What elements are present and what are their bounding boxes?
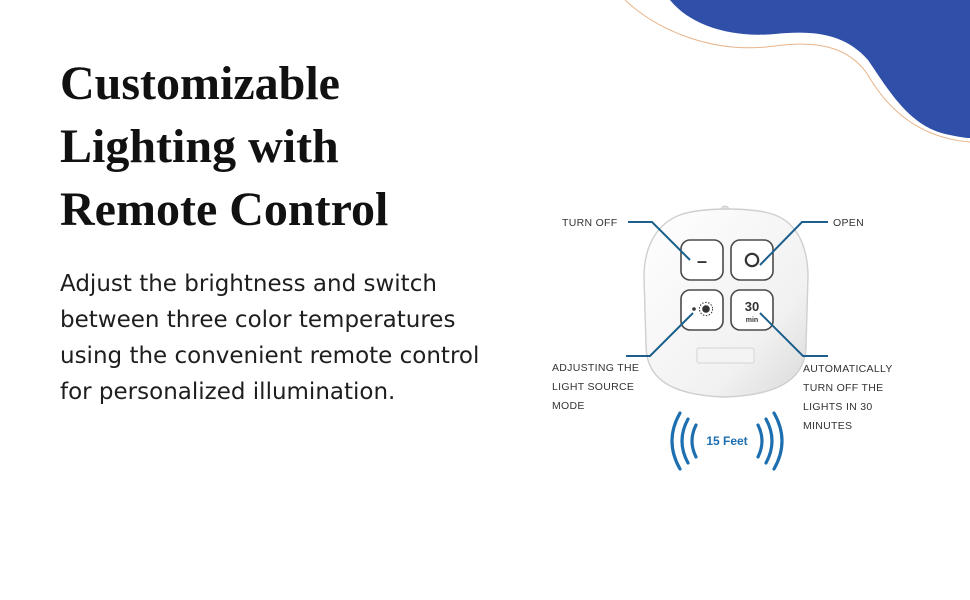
remote-status-window xyxy=(696,347,755,364)
description: Adjust the brightness and switch between… xyxy=(60,266,530,410)
title-line: Customizable xyxy=(60,57,340,110)
description-line: for personalized illumination. xyxy=(60,379,396,405)
remote-control-diagram: – 30 min TURN OFF OPEN ADJUSTING THE LIG… xyxy=(552,205,893,471)
label-open: OPEN xyxy=(833,217,864,229)
timer-unit: min xyxy=(746,317,758,324)
label-timer-line: LIGHTS IN 30 xyxy=(803,401,873,413)
page-title: Customizable Lighting with Remote Contro… xyxy=(60,52,500,241)
label-mode-line: LIGHT SOURCE xyxy=(552,381,634,393)
label-mode-line: MODE xyxy=(552,400,585,412)
description-line: Adjust the brightness and switch xyxy=(60,271,437,297)
label-timer-line: MINUTES xyxy=(803,420,852,432)
decorative-corner-blob xyxy=(624,0,970,143)
callout-line-turn-off xyxy=(628,221,691,261)
turn-off-button[interactable]: – xyxy=(680,239,724,281)
label-mode-line: ADJUSTING THE xyxy=(552,362,639,374)
minus-icon: – xyxy=(697,251,707,271)
timer-value: 30 xyxy=(745,299,759,314)
description-line: using the convenient remote control xyxy=(60,343,480,369)
open-button[interactable] xyxy=(730,239,774,281)
range-label: 15 Feet xyxy=(706,434,747,448)
signal-waves-icon xyxy=(670,411,784,471)
timer-30-min-button[interactable]: 30 min xyxy=(730,289,774,331)
corner-blob-wave-fill xyxy=(670,0,970,138)
callout-line-timer xyxy=(759,312,828,357)
circle-icon xyxy=(744,252,760,268)
label-turn-off: TURN OFF xyxy=(562,217,617,229)
title-line: Lighting with xyxy=(60,120,339,173)
light-mode-button[interactable] xyxy=(680,289,724,331)
label-timer-line: AUTOMATICALLY xyxy=(803,363,893,375)
corner-blob-thin-line xyxy=(624,0,970,143)
label-timer-line: TURN OFF THE xyxy=(803,382,883,394)
description-line: between three color temperatures xyxy=(60,307,456,333)
title-line: Remote Control xyxy=(60,183,389,236)
callout-line-open xyxy=(759,221,828,266)
light-mode-icon xyxy=(692,301,714,317)
callout-line-mode xyxy=(626,312,694,357)
